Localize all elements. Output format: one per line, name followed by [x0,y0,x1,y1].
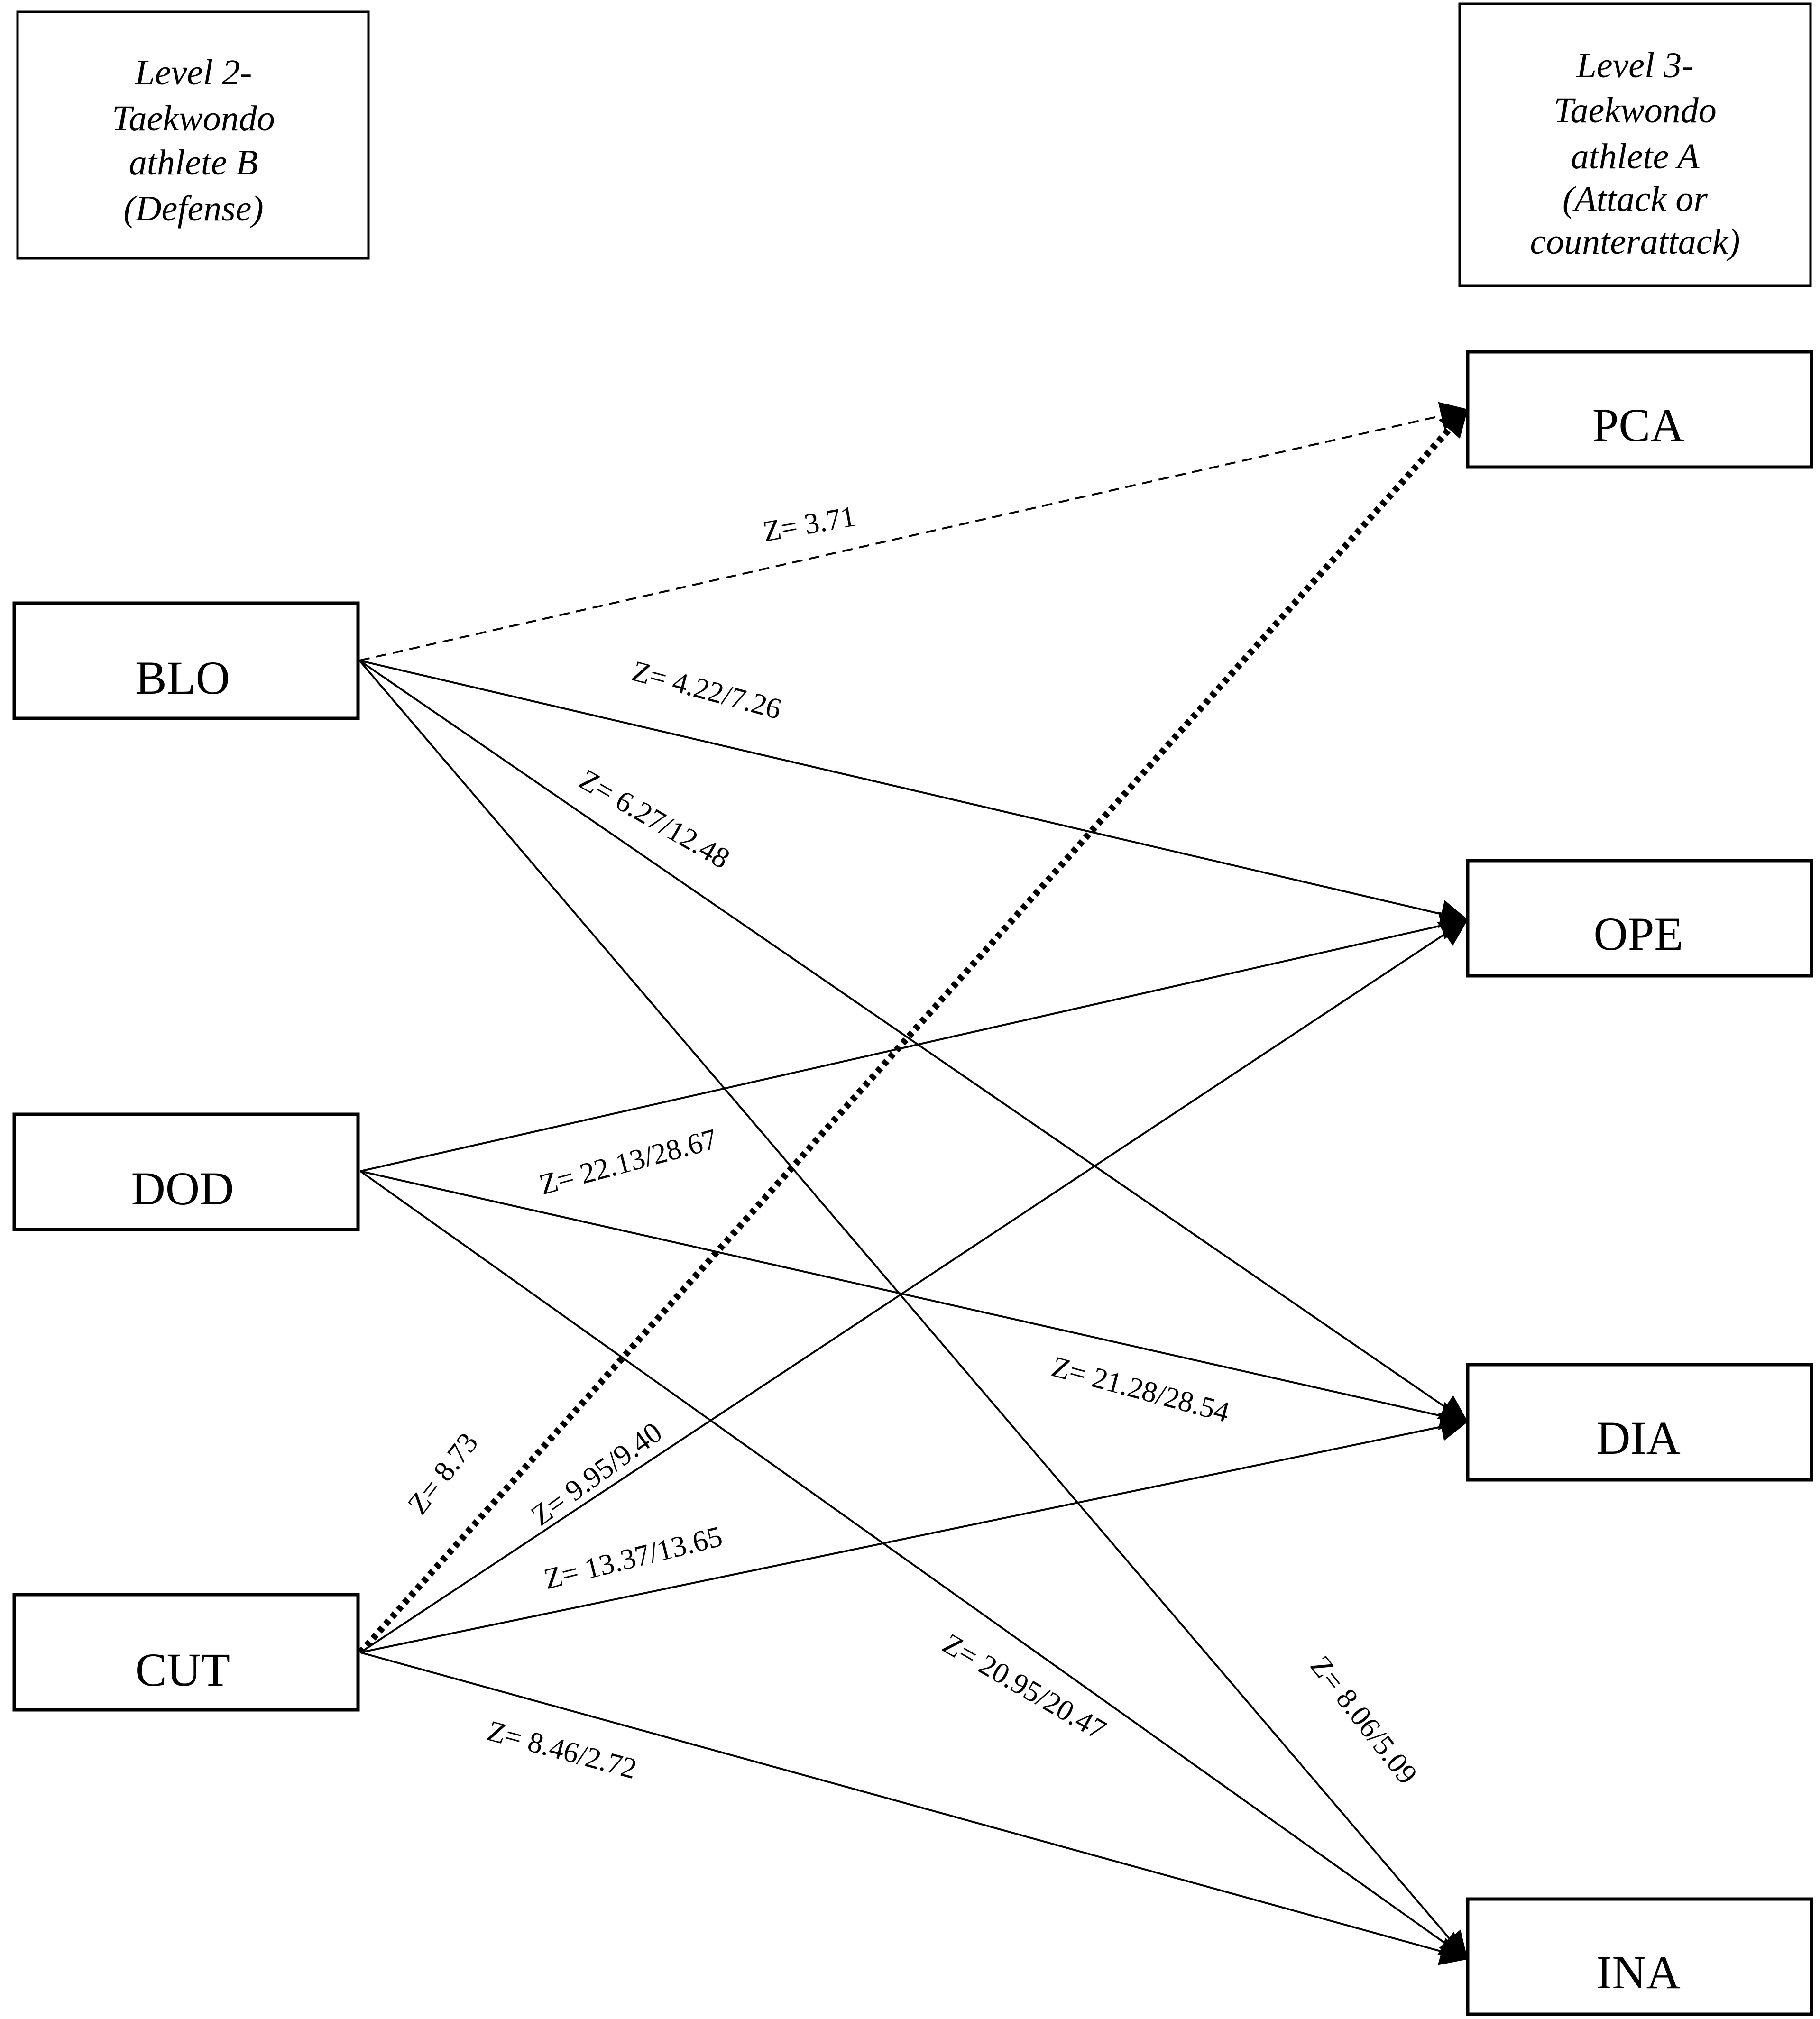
level-3-line-2: Taekwondo [1553,91,1716,130]
node-pca: PCA [1466,350,1813,469]
edge-blo-ope [359,660,1469,928]
node-blo-label: BLO [135,652,230,704]
level-3-line-5: counterattack) [1530,222,1740,262]
label-blo-dia: Z= 6.27/12.48 [574,763,735,875]
label-blo-pca: Z= 3.71 [761,500,858,548]
edge-dod-dia [360,1170,1469,1430]
level-2-line-1: Level 2- [135,53,252,92]
edge-cut-ina [360,1652,1469,1965]
level-3-line-3: athlete A [1571,137,1700,176]
edge-cut-ope [359,918,1469,1653]
level-3-line-4: (Attack or [1563,179,1708,219]
level-3-header: Level 3- Taekwondo athlete A (Attack or … [1458,2,1812,287]
node-dia-label: DIA [1596,1412,1681,1464]
node-cut: CUT [12,1593,360,1712]
node-dia: DIA [1466,1363,1813,1482]
label-blo-ope: Z= 4.22/7.26 [629,655,785,725]
edge-cut-dia [360,1413,1469,1653]
label-blo-ina: Z= 8.06/5.09 [1304,1650,1424,1790]
edge-blo-ina [358,660,1468,1961]
edge-dod-ina [359,1170,1469,1960]
edge-cut-pca [358,408,1469,1655]
node-ope: OPE [1466,859,1813,978]
node-pca-label: PCA [1592,399,1685,451]
node-cut-label: CUT [135,1643,230,1696]
node-ina-label: INA [1596,1946,1681,1999]
edge-labels: Z= 3.71 Z= 4.22/7.26 Z= 6.27/12.48 Z= 8.… [402,500,1424,1790]
edges [358,402,1469,1965]
edge-dod-ope [360,911,1469,1172]
label-cut-pca: Z= 8.73 [402,1427,485,1520]
node-ina: INA [1466,1897,1813,2016]
node-blo: BLO [12,601,360,720]
edge-blo-pca [359,402,1469,661]
edge-blo-dia [358,660,1469,1423]
label-cut-dia: Z= 13.37/13.65 [541,1520,726,1596]
level-2-line-3: athlete B [129,143,258,183]
node-ope-label: OPE [1594,908,1683,960]
label-cut-ope: Z= 9.95/9.40 [525,1416,668,1533]
node-dod-label: DOD [131,1162,234,1215]
level-3-line-1: Level 3- [1576,46,1694,85]
level-2-header: Level 2- Taekwondo athlete B (Defense) [16,10,370,260]
level-2-line-2: Taekwondo [112,99,275,138]
label-dod-ope: Z= 22.13/28.67 [536,1123,720,1201]
label-cut-ina: Z= 8.46/2.72 [484,1715,640,1785]
node-dod: DOD [12,1112,360,1231]
level-2-line-4: (Defense) [123,189,263,229]
